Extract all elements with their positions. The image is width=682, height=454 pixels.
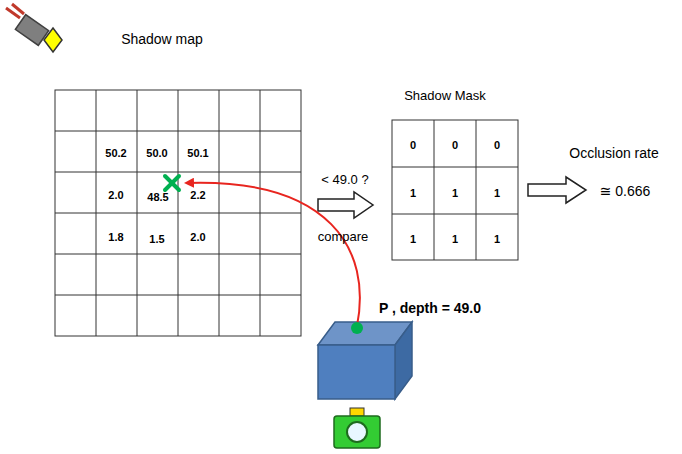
point-label: P , depth = 49.0	[379, 301, 481, 316]
depth-value: 48.5	[147, 191, 168, 203]
mask-value: 0	[410, 139, 416, 151]
object-box	[318, 322, 412, 399]
block-arrow	[528, 177, 586, 203]
mask-value: 0	[494, 139, 500, 151]
projected-point-mark	[165, 176, 179, 190]
mask-value: 0	[452, 139, 458, 151]
depth-value: 50.2	[105, 147, 126, 159]
depth-value: 50.1	[187, 147, 208, 159]
point-p	[351, 322, 363, 334]
mask-value: 1	[452, 187, 458, 199]
camera-icon	[334, 408, 380, 448]
depth-value: 2.2	[190, 189, 205, 201]
title-label: Shadow Mask	[404, 89, 486, 103]
mask-value: 1	[410, 233, 416, 245]
block-arrow	[318, 192, 373, 218]
depth-value: 1.5	[149, 233, 164, 245]
projection-arrow	[186, 183, 360, 326]
mask-value: 1	[494, 187, 500, 199]
result-label: Occlusion rate	[569, 146, 658, 161]
mask-value: 1	[452, 233, 458, 245]
mask-value: 1	[494, 233, 500, 245]
depth-value: 1.8	[108, 231, 123, 243]
title-label: Shadow map	[121, 32, 203, 47]
result-value: ≅ 0.666	[600, 184, 651, 199]
light-icon	[6, 4, 62, 52]
shadow-mask-grid	[392, 120, 518, 260]
mask-value: 1	[410, 187, 416, 199]
depth-value: 2.0	[190, 231, 205, 243]
compare-label: compare	[318, 230, 369, 244]
shadow-map-grid	[55, 90, 301, 336]
compare-condition: < 49.0 ?	[321, 173, 368, 187]
depth-value: 50.0	[146, 147, 167, 159]
depth-value: 2.0	[108, 189, 123, 201]
